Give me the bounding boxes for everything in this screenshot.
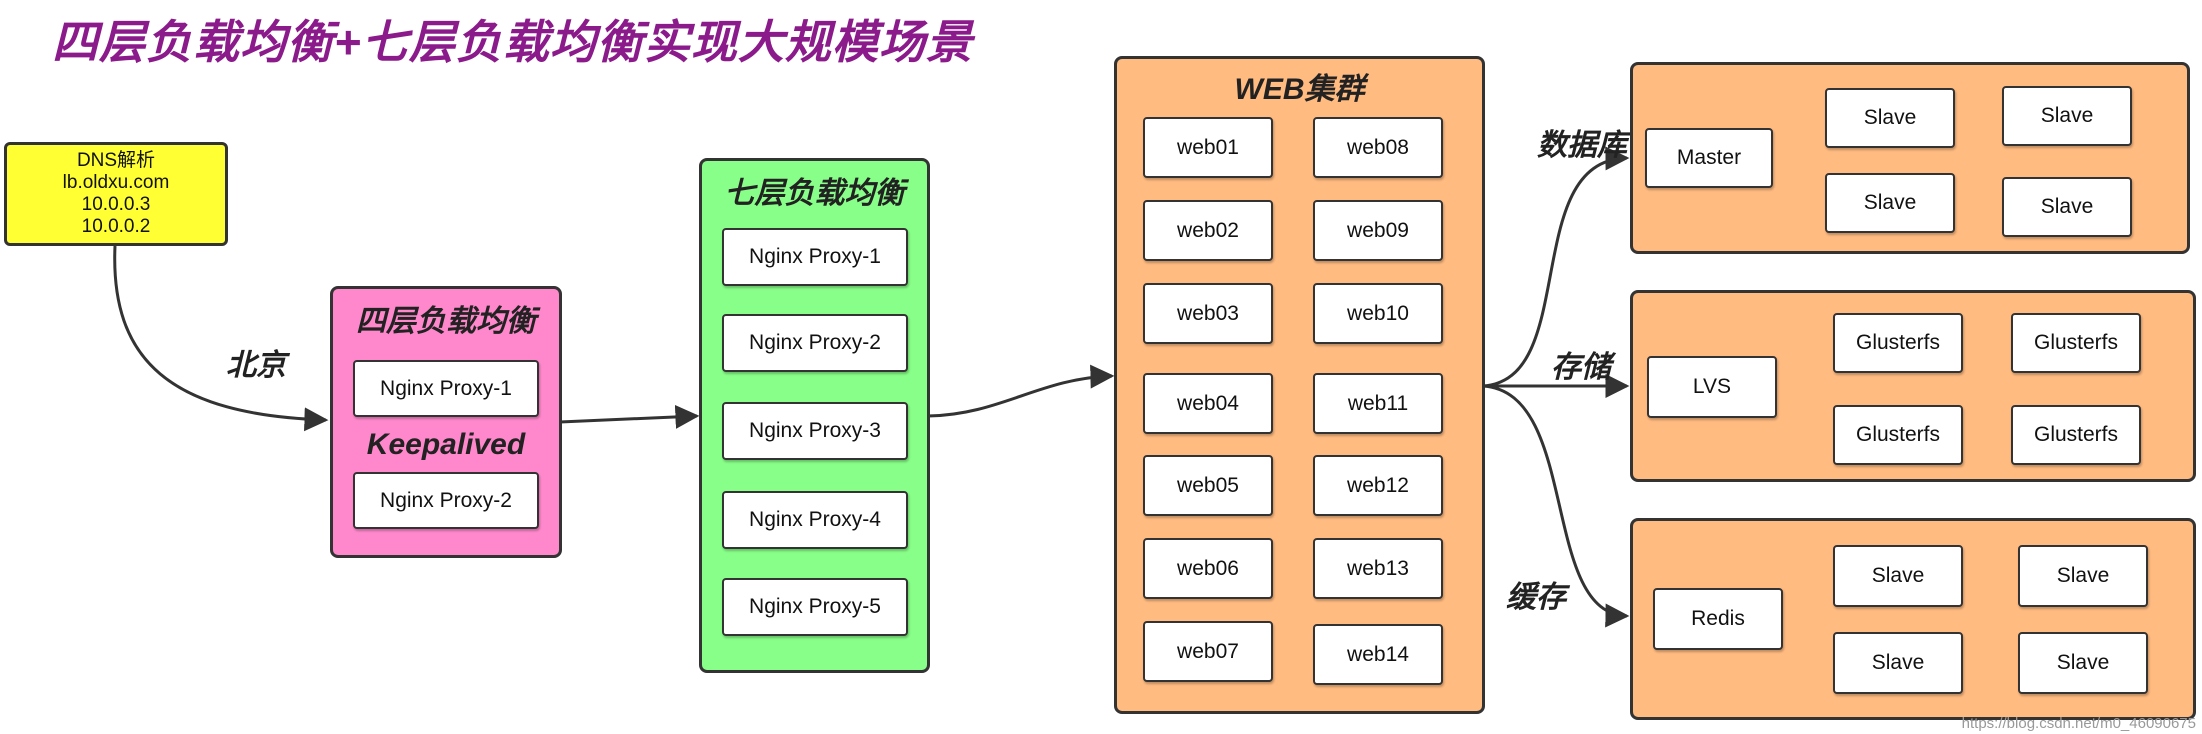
cache-redis: Redis bbox=[1653, 588, 1783, 650]
keepalived-label: Keepalived bbox=[366, 428, 526, 461]
page-title: 四层负载均衡+七层负载均衡实现大规模场景 bbox=[52, 16, 973, 68]
l7-nginx-proxy: Nginx Proxy-5 bbox=[722, 578, 908, 636]
l7-nginx-proxy: Nginx Proxy-3 bbox=[722, 402, 908, 460]
edge-label-beijing: 北京 bbox=[226, 349, 286, 382]
web-node: web11 bbox=[1313, 373, 1443, 434]
db-slave: Slave bbox=[1825, 88, 1955, 148]
web-cluster-title: WEB集群 bbox=[1234, 73, 1365, 106]
web-node: web05 bbox=[1143, 455, 1273, 516]
glusterfs-node: Glusterfs bbox=[2011, 313, 2141, 373]
web-node: web14 bbox=[1313, 624, 1443, 685]
arrow-l4-to-l7 bbox=[559, 404, 700, 429]
l7-nginx-proxy: Nginx Proxy-4 bbox=[722, 491, 908, 549]
web-node: web09 bbox=[1313, 200, 1443, 261]
web-node: web12 bbox=[1313, 455, 1443, 516]
web-node: web02 bbox=[1143, 200, 1273, 261]
l4-nginx-proxy-2: Nginx Proxy-2 bbox=[353, 472, 539, 529]
watermark-url: https://blog.csdn.net/m0_46090675 bbox=[1961, 715, 2196, 732]
glusterfs-node: Glusterfs bbox=[1833, 313, 1963, 373]
web-node: web07 bbox=[1143, 621, 1273, 682]
arrow-dns-to-l4 bbox=[113, 245, 329, 432]
l4-title: 四层负载均衡 bbox=[356, 305, 536, 338]
db-master: Master bbox=[1645, 128, 1773, 188]
l7-nginx-proxy: Nginx Proxy-1 bbox=[722, 228, 908, 286]
web-node: web01 bbox=[1143, 117, 1273, 178]
arrow-web-to-cache bbox=[1482, 384, 1630, 628]
l7-title: 七层负载均衡 bbox=[724, 177, 905, 210]
dns-line: 10.0.0.2 bbox=[81, 216, 151, 237]
glusterfs-node: Glusterfs bbox=[1833, 405, 1963, 465]
arrow-l7-to-web bbox=[927, 364, 1115, 418]
db-slave: Slave bbox=[2002, 177, 2132, 237]
edge-label-storage: 存储 bbox=[1551, 351, 1611, 384]
cache-slave: Slave bbox=[1833, 632, 1963, 694]
dns-line: DNS解析 bbox=[76, 150, 156, 171]
cache-slave: Slave bbox=[2018, 632, 2148, 694]
dns-box: DNS解析 lb.oldxu.com 10.0.0.3 10.0.0.2 bbox=[4, 142, 228, 246]
storage-lvs: LVS bbox=[1647, 356, 1777, 418]
edge-label-database: 数据库 bbox=[1537, 129, 1627, 162]
web-node: web13 bbox=[1313, 538, 1443, 599]
web-node: web06 bbox=[1143, 538, 1273, 599]
edge-label-cache: 缓存 bbox=[1506, 581, 1566, 614]
db-slave: Slave bbox=[1825, 173, 1955, 233]
cache-slave: Slave bbox=[1833, 545, 1963, 607]
cache-slave: Slave bbox=[2018, 545, 2148, 607]
glusterfs-node: Glusterfs bbox=[2011, 405, 2141, 465]
db-slave: Slave bbox=[2002, 86, 2132, 146]
l7-nginx-proxy: Nginx Proxy-2 bbox=[722, 314, 908, 372]
web-node: web04 bbox=[1143, 373, 1273, 434]
dns-line: 10.0.0.3 bbox=[81, 194, 151, 215]
web-node: web08 bbox=[1313, 117, 1443, 178]
web-node: web03 bbox=[1143, 283, 1273, 344]
arrow-web-to-db bbox=[1482, 146, 1630, 388]
web-node: web10 bbox=[1313, 283, 1443, 344]
l4-nginx-proxy-1: Nginx Proxy-1 bbox=[353, 360, 539, 417]
dns-line: lb.oldxu.com bbox=[62, 172, 170, 193]
